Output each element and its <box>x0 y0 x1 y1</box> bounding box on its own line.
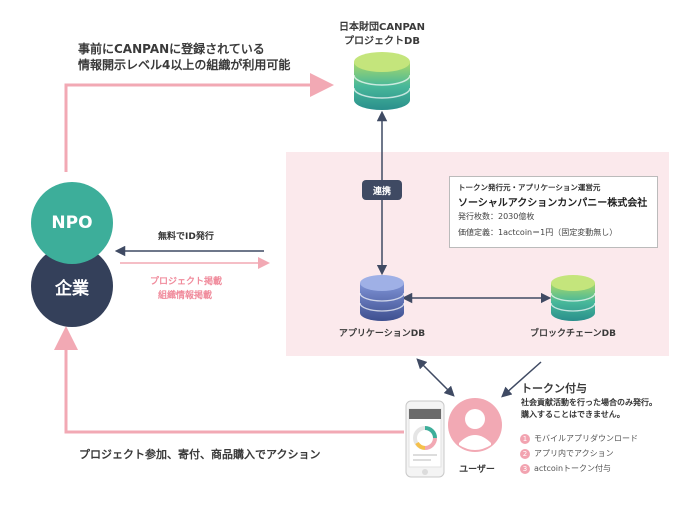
step-label: モバイルアプリダウンロード <box>534 434 638 443</box>
issuer-company: ソーシャルアクションカンパニー株式会社 <box>458 198 648 209</box>
app-db-icon <box>359 275 405 321</box>
smartphone-icon <box>405 400 445 478</box>
user-label: ユーザー <box>459 465 495 475</box>
id-issue-label: 無料でID発行 <box>158 232 214 242</box>
issuer-info-box: トークン発行元・アプリケーション運営元 ソーシャルアクションカンパニー株式会社 … <box>449 176 658 248</box>
canpan-db-icon <box>353 52 411 110</box>
token-arrow <box>501 361 542 398</box>
issuer-role: トークン発行元・アプリケーション運営元 <box>458 183 601 192</box>
step-item: 2 アプリ内でアクション <box>520 448 680 459</box>
step-label: actcoinトークン付与 <box>534 464 612 473</box>
issue-count: 発行枚数：2030億枚 <box>458 212 535 221</box>
value-definition: 価値定義：1actcoin＝1円（固定変動無し） <box>458 228 618 237</box>
step-number: 3 <box>520 463 530 474</box>
step-number: 2 <box>520 448 530 459</box>
canpan-db-title-line1: 日本財団CANPAN <box>339 22 425 33</box>
token-desc-line1: 社会貢献活動を行った場合のみ発行。 <box>521 398 657 407</box>
step-item: 3 actcoinトークン付与 <box>520 463 680 474</box>
token-title: トークン付与 <box>521 382 587 395</box>
top-flow-arrow <box>64 73 334 172</box>
top-note-line1: 事前にCANPANに登録されている <box>78 42 265 56</box>
canpan-db-title-line2: プロジェクトDB <box>344 36 420 47</box>
step-item: 1 モバイルアプリダウンロード <box>520 433 680 444</box>
npo-circle: NPO <box>31 182 113 264</box>
bottom-flow-arrow <box>54 326 404 434</box>
blockchain-db-label: ブロックチェーンDB <box>530 329 616 339</box>
listing-label-line2: 組織情報掲載 <box>158 291 213 301</box>
renkei-badge: 連携 <box>362 180 402 200</box>
bottom-action-label: プロジェクト参加、寄付、商品購入でアクション <box>79 448 321 461</box>
token-desc-line2: 購入することはできません。 <box>521 410 625 419</box>
blockchain-db-icon <box>550 275 596 321</box>
top-note-line2: 情報開示レベル4以上の組織が利用可能 <box>78 58 291 72</box>
app-db-label: アプリケーションDB <box>338 329 426 339</box>
user-avatar-icon <box>448 398 502 452</box>
user-app-link <box>416 358 455 397</box>
step-label: アプリ内でアクション <box>534 449 614 458</box>
kigyo-label: 企業 <box>55 278 89 299</box>
step-number: 1 <box>520 433 530 444</box>
npo-label: NPO <box>51 213 93 233</box>
listing-label-line1: プロジェクト掲載 <box>150 277 223 287</box>
